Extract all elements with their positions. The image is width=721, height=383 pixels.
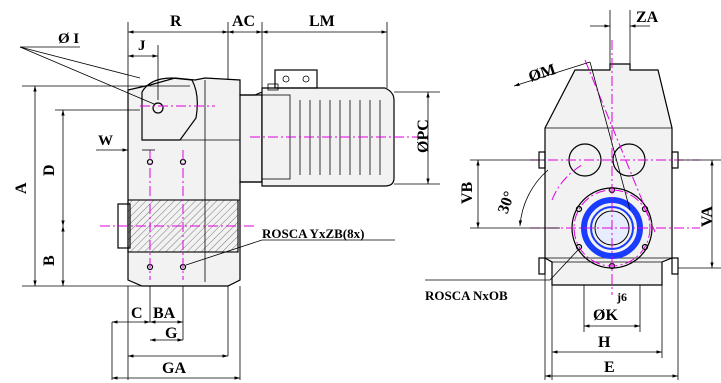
dim-angle: 30° <box>495 189 519 216</box>
dim-H: H <box>598 334 611 351</box>
dim-OM: ØM <box>527 61 558 86</box>
dim-AC: AC <box>232 13 255 30</box>
dim-OPC: ØPC <box>415 119 432 153</box>
dim-E: E <box>604 359 615 376</box>
front-view-dimensions: ZA ØM VB 30° VA ROSCA NxOB j6 ØK H <box>425 9 721 380</box>
note-rosca-yxzb: ROSCA YxZB(8x) <box>262 226 364 241</box>
dim-GA: GA <box>162 360 186 377</box>
dim-ZA: ZA <box>636 9 659 26</box>
dim-LM: LM <box>309 13 335 30</box>
dim-J: J <box>138 38 146 54</box>
dim-C: C <box>131 305 143 322</box>
note-rosca-nxob: ROSCA NxOB <box>425 288 508 303</box>
dim-R: R <box>170 13 182 30</box>
front-view <box>530 40 700 295</box>
dim-VA: VA <box>699 206 716 227</box>
dim-W: W <box>98 133 113 149</box>
dim-B: B <box>41 255 58 266</box>
dim-OI: Ø I <box>58 31 79 47</box>
dim-A: A <box>13 182 30 194</box>
side-view <box>100 69 420 287</box>
breather-hole <box>152 102 164 114</box>
dim-VB: VB <box>459 181 476 204</box>
front-housing <box>544 63 673 286</box>
reducer-top-cover <box>141 77 198 141</box>
dim-j6: j6 <box>616 290 627 304</box>
side-view-dimensions: R AC LM J Ø I A D B W ØPC <box>13 13 440 380</box>
dim-D: D <box>41 164 58 176</box>
dim-BA: BA <box>153 305 176 322</box>
dim-OK: ØK <box>593 307 618 324</box>
terminal-box <box>274 69 318 89</box>
dim-G: G <box>165 325 178 342</box>
